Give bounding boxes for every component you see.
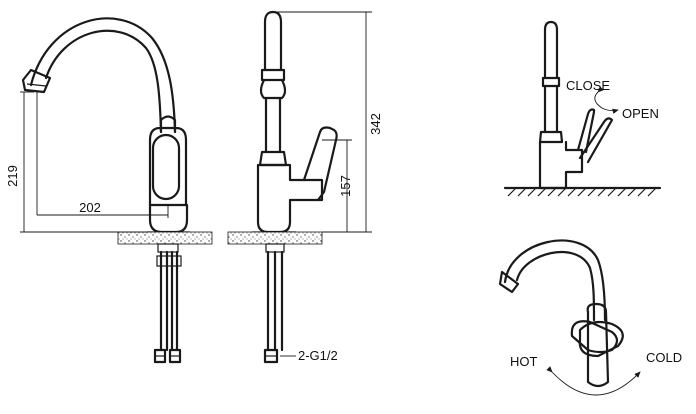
front-view [21, 17, 213, 364]
thread-label: 2-G1/2 [298, 348, 338, 363]
front-dimensions [20, 91, 169, 233]
side-dimensions [273, 11, 372, 357]
dim-219: 219 [5, 165, 20, 187]
side-body [256, 163, 324, 234]
label-hot: HOT [510, 354, 538, 369]
front-lever [151, 133, 181, 201]
front-body [148, 115, 188, 207]
dim-342: 342 [368, 113, 383, 135]
hot-cold-detail [498, 239, 641, 396]
side-view [227, 10, 338, 364]
dim-157: 157 [338, 175, 353, 197]
side-spout-tube [263, 10, 283, 72]
front-aerator [21, 68, 52, 94]
open-close-detail [503, 20, 662, 197]
open-close-arrow [594, 86, 619, 114]
lever-left [570, 320, 619, 354]
label-cold: COLD [646, 350, 682, 365]
front-spout [29, 17, 177, 134]
label-open: OPEN [622, 106, 659, 121]
lever-right [578, 320, 624, 358]
label-close: CLOSE [566, 78, 610, 93]
front-countertop [117, 231, 213, 245]
front-base-collar [148, 203, 189, 234]
front-spout-inner [44, 29, 163, 134]
dim-202: 202 [79, 200, 101, 215]
hot-cold-arrow [546, 366, 641, 396]
side-lever [302, 126, 338, 202]
side-countertop [227, 231, 323, 245]
